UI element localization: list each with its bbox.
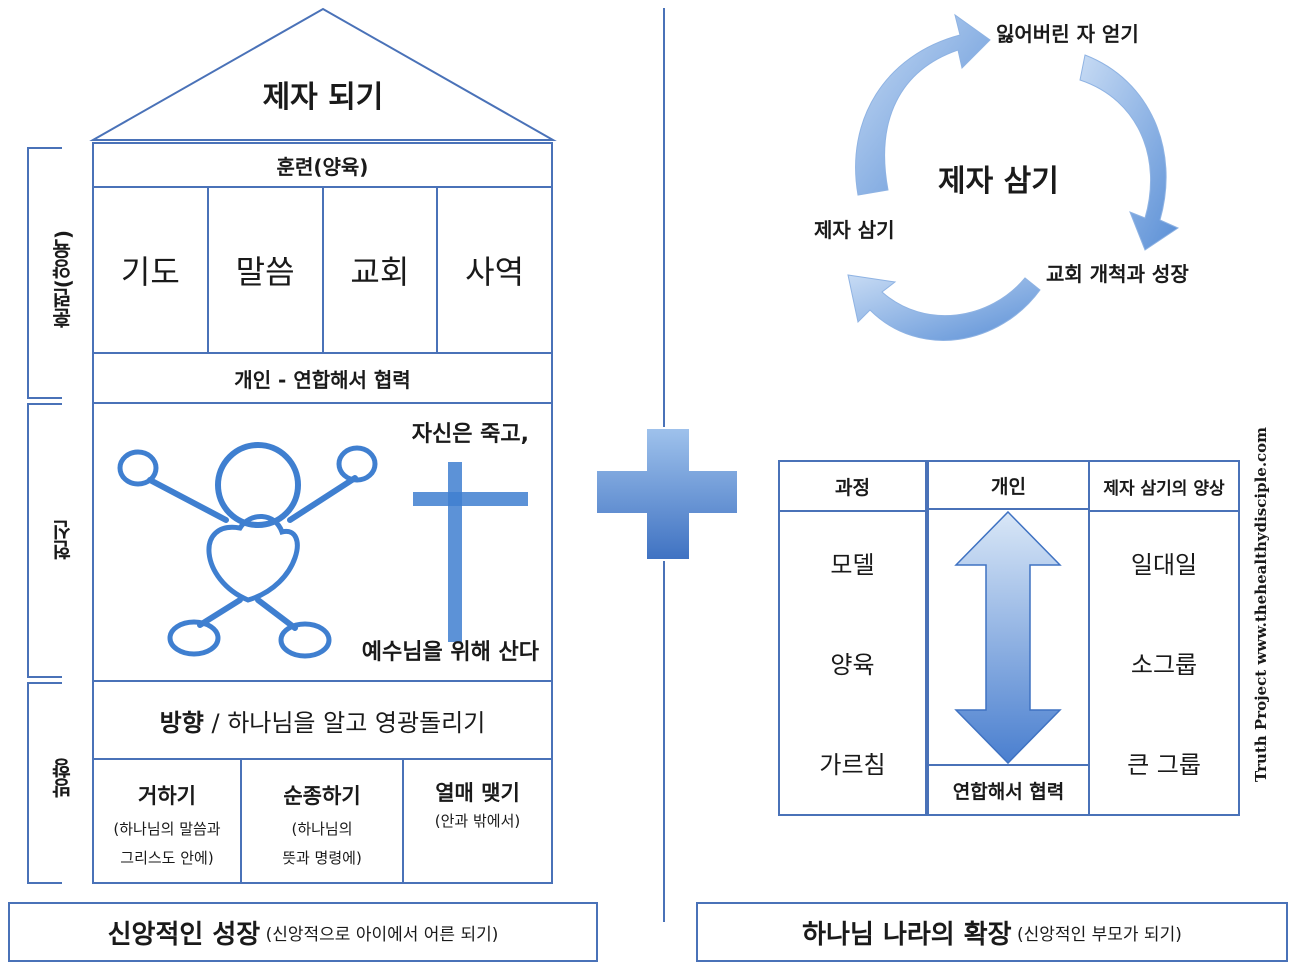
pillar-prayer: 기도 [94,188,209,352]
side-label-direction: 방향 [51,758,75,798]
table-header-process: 과정 [780,462,925,512]
cycle-center-label: 제자 삼기 [938,164,1059,199]
cycle-right-label: 교회 개척과 성장 [1046,262,1189,286]
process-item: 양육 [830,650,875,679]
cycle-left-label: 제자 삼기 [814,218,895,242]
direction-text: / 하나님을 알고 영광돌리기 [203,708,486,737]
consecration-panel: 자신은 죽고, 예수님을 위해 산다 [92,402,553,682]
bottom-cells-row: 거하기 (하나님의 말씀과 그리스도 안에) 순종하기 (하나님의 뜻과 명령에… [92,758,553,884]
watermark: Truth Project www.thehealthydisciple.com [1252,426,1270,782]
cross-icon [413,462,528,642]
stick-figure [117,442,378,659]
right-footer-title: 하나님 나라의 확장 [802,919,1012,950]
table-header-aspects: 제자 삼기의 양상 [1090,462,1238,512]
bracket-direction [27,682,62,884]
cooperation-row: 개인 - 연합해서 협력 [92,352,553,404]
bracket-consecration [27,403,62,678]
plus-sign [595,427,739,561]
side-label-consecration: 헌신 [51,520,75,560]
pillar-ministry: 사역 [465,253,525,291]
pillar-word: 말씀 [209,188,324,352]
direction-label: 방향 [159,708,204,737]
cell-abide: 거하기 (하나님의 말씀과 그리스도 안에) [94,760,242,882]
consecration-top-text: 자신은 죽고, [411,422,529,447]
training-header: 훈련(양육) [92,142,553,188]
process-item: 모델 [830,550,875,579]
right-footer: 하나님 나라의 확장 (신앙적인 부모가 되기) [696,902,1288,962]
house-roof [89,7,557,141]
right-footer-subtitle: (신앙적인 부모가 되기) [1011,924,1182,945]
roof-title: 제자 되기 [262,80,384,115]
pillar-church: 교회 [324,188,439,352]
left-footer-subtitle: (신앙적으로 아이에서 어른 되기) [260,924,499,945]
process-item: 가르침 [819,750,886,779]
left-footer-title: 신앙적인 성장 [107,919,261,950]
cell-obey: 순종하기 (하나님의 뜻과 명령에) [242,760,404,882]
table-col-aspects: 제자 삼기의 양상 일대일 소그룹 큰 그룹 [1088,460,1240,816]
consecration-bottom-text: 예수님을 위해 산다 [361,640,539,665]
cycle-arrows [847,13,1180,341]
left-footer: 신앙적인 성장 (신앙적으로 아이에서 어른 되기) [8,902,598,962]
aspect-item: 소그룹 [1130,650,1198,679]
cycle-top-label: 잃어버린 자 얻기 [996,22,1139,46]
aspect-item: 일대일 [1130,550,1198,579]
aspect-item: 큰 그룹 [1127,750,1201,779]
cell-fruit: 열매 맺기 (안과 밖에서) [434,781,521,830]
bracket-training [27,147,62,399]
direction-row: 방향 / 하나님을 알고 영광돌리기 [92,680,553,760]
pillars-row: 기도 말씀 교회 사역 [92,186,553,354]
table-bottom-cooperation: 연합해서 협력 [927,764,1090,816]
table-col-process: 과정 모델 양육 가르침 [778,460,927,816]
updown-arrow [954,510,1062,765]
table-header-individual: 개인 [927,460,1090,510]
side-label-training: 훈련(양육) [51,230,75,329]
